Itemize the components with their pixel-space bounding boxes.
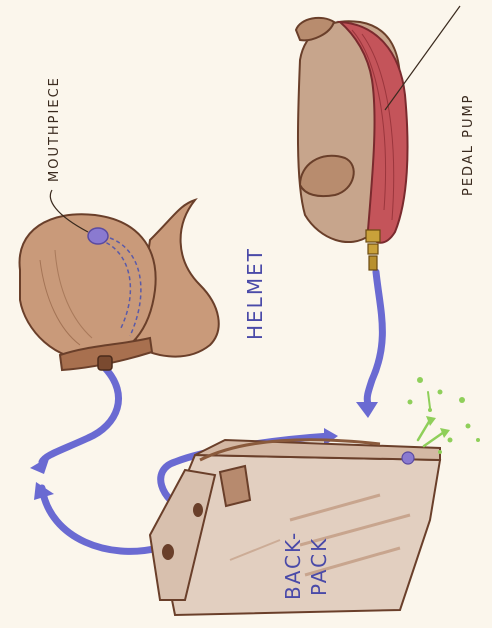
- backpack-label-line2: PACK: [307, 537, 331, 596]
- tube-backpack-left: [42, 488, 158, 551]
- air-emission: [408, 377, 481, 454]
- mouthpiece-label: MOUTHPIECE: [47, 76, 62, 182]
- helmet-drawing: [20, 200, 219, 370]
- tube-arrow-pump: [356, 402, 378, 418]
- tube-pump-down: [367, 272, 382, 404]
- helmet-label: HELMET: [243, 247, 267, 340]
- pedal-pump-label: PEDAL PUMP: [461, 93, 476, 196]
- pedal-pump-drawing: [296, 18, 408, 270]
- mouthpiece-part: [88, 228, 108, 244]
- backpack-label-line1: BACK-: [281, 531, 305, 600]
- tube-helmet-to-backpack: [42, 368, 119, 462]
